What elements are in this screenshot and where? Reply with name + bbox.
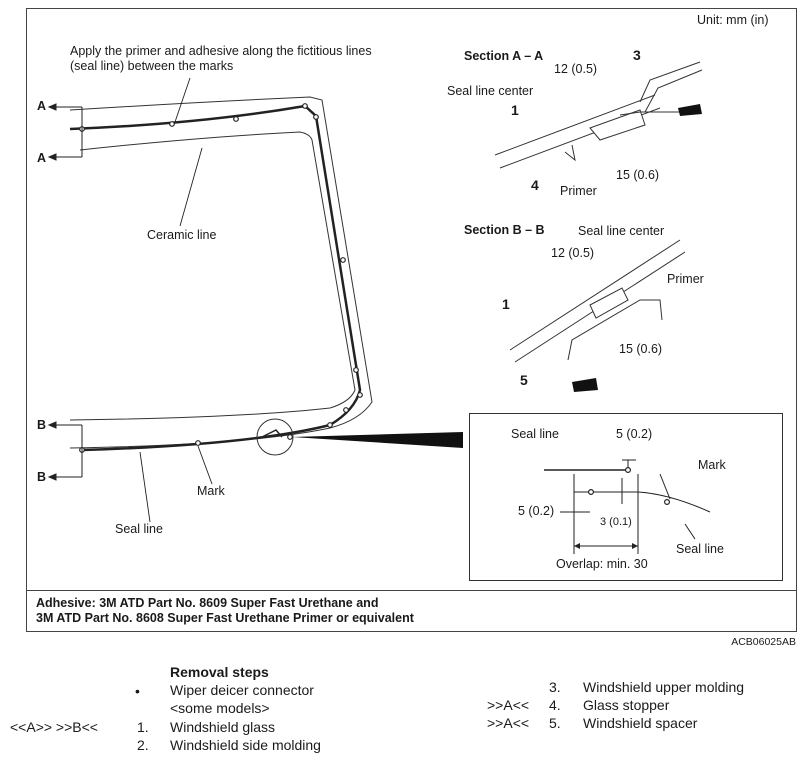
detail-dim-5-top: 5 (0.2): [616, 427, 653, 441]
diagram-frame: [26, 8, 797, 632]
section-bb-title: Section B – B: [464, 223, 545, 237]
section-bb-primer: Primer: [667, 272, 704, 286]
section-aa-callout-3: 3: [633, 47, 641, 63]
section-aa-dim-12: 12 (0.5): [554, 62, 598, 76]
ceramic-line-label: Ceramic line: [147, 228, 217, 242]
section-aa-title: Section A – A: [464, 49, 544, 63]
removal-steps-title: Removal steps: [170, 664, 269, 680]
removal-item-wiper-connector: Wiper deicer connector: [170, 682, 314, 698]
section-aa-dim-15: 15 (0.6): [616, 168, 660, 182]
section-aa-callout-4: 4: [531, 177, 539, 193]
section-bb-callout-1: 1: [502, 296, 510, 312]
figure-code: ACB06025AB: [731, 636, 796, 648]
removal-item-some-models: <some models>: [170, 700, 270, 716]
adhesive-line-2: 3M ATD Part No. 8608 Super Fast Urethane…: [36, 611, 414, 625]
adhesive-note: Adhesive: 3M ATD Part No. 8609 Super Fas…: [26, 590, 797, 632]
windshield-diagram: [47, 61, 703, 523]
glass-outline: [69, 96, 373, 449]
seal-line-path: [69, 104, 362, 452]
seal-marks: [79, 103, 363, 453]
section-bb-dim-12: 12 (0.5): [551, 246, 595, 260]
mark-label: Mark: [197, 484, 225, 498]
removal-item-1-text: Windshield glass: [170, 719, 276, 735]
removal-item-1-num: 1.: [137, 719, 149, 735]
section-a-label-bottom: A: [37, 151, 47, 165]
detail-seal-line-bottom: Seal line: [676, 542, 724, 556]
section-b-label-bottom: B: [37, 470, 47, 484]
section-aa-primer: Primer: [560, 184, 597, 198]
section-aa-drawing: [494, 61, 703, 169]
adhesive-line-1: Adhesive: 3M ATD Part No. 8609 Super Fas…: [36, 596, 379, 610]
section-aa-seal-line-center: Seal line center: [447, 84, 534, 98]
detail-dim-5-left: 5 (0.2): [518, 504, 555, 518]
detail-drawing: [544, 459, 711, 554]
section-bb-dim-15: 15 (0.6): [619, 342, 663, 356]
removal-item-1-marks: <<A>> >>B<<: [10, 719, 98, 735]
primer-bottle-b: [572, 378, 598, 392]
section-b-label-top: B: [37, 418, 47, 432]
unit-label: Unit: mm (in): [697, 13, 769, 27]
section-a-markers: [47, 103, 83, 161]
removal-item-2-text: Windshield side molding: [170, 737, 321, 753]
section-bb-callout-5: 5: [520, 372, 528, 388]
removal-bullet: •: [135, 683, 140, 699]
primer-adhesive-note: Apply the primer and adhesive along the …: [70, 44, 372, 74]
removal-item-5-text: Windshield spacer: [583, 715, 698, 731]
note-line-2: (seal line) between the marks: [70, 59, 234, 73]
detail-mark: Mark: [698, 458, 726, 472]
removal-item-3-num: 3.: [549, 679, 561, 695]
detail-dim-3: 3 (0.1): [600, 516, 632, 528]
removal-item-5-num: 5.: [549, 715, 561, 731]
detail-seal-line-top: Seal line: [511, 427, 559, 441]
note-line-1: Apply the primer and adhesive along the …: [70, 44, 372, 58]
section-b-markers: [47, 421, 83, 481]
removal-item-5-mark: >>A<<: [487, 715, 530, 731]
seal-line-label: Seal line: [115, 522, 163, 536]
removal-item-4-mark: >>A<<: [487, 697, 530, 713]
detail-overlap: Overlap: min. 30: [556, 557, 648, 571]
section-bb-seal-line-center: Seal line center: [578, 224, 665, 238]
removal-item-3-text: Windshield upper molding: [583, 679, 745, 695]
section-bb-drawing: [509, 239, 686, 363]
removal-item-4-num: 4.: [549, 697, 561, 713]
detail-wedge: [292, 432, 463, 448]
section-a-label-top: A: [37, 99, 47, 113]
section-aa-callout-1: 1: [511, 102, 519, 118]
ceramic-line: [69, 131, 356, 421]
detail-box: Seal line 5 (0.2) Mark 5 (0.2) 3 (0.1) S…: [469, 413, 783, 581]
removal-item-4-text: Glass stopper: [583, 697, 670, 713]
primer-bottle-a: [678, 104, 702, 116]
removal-item-2-num: 2.: [137, 737, 149, 753]
